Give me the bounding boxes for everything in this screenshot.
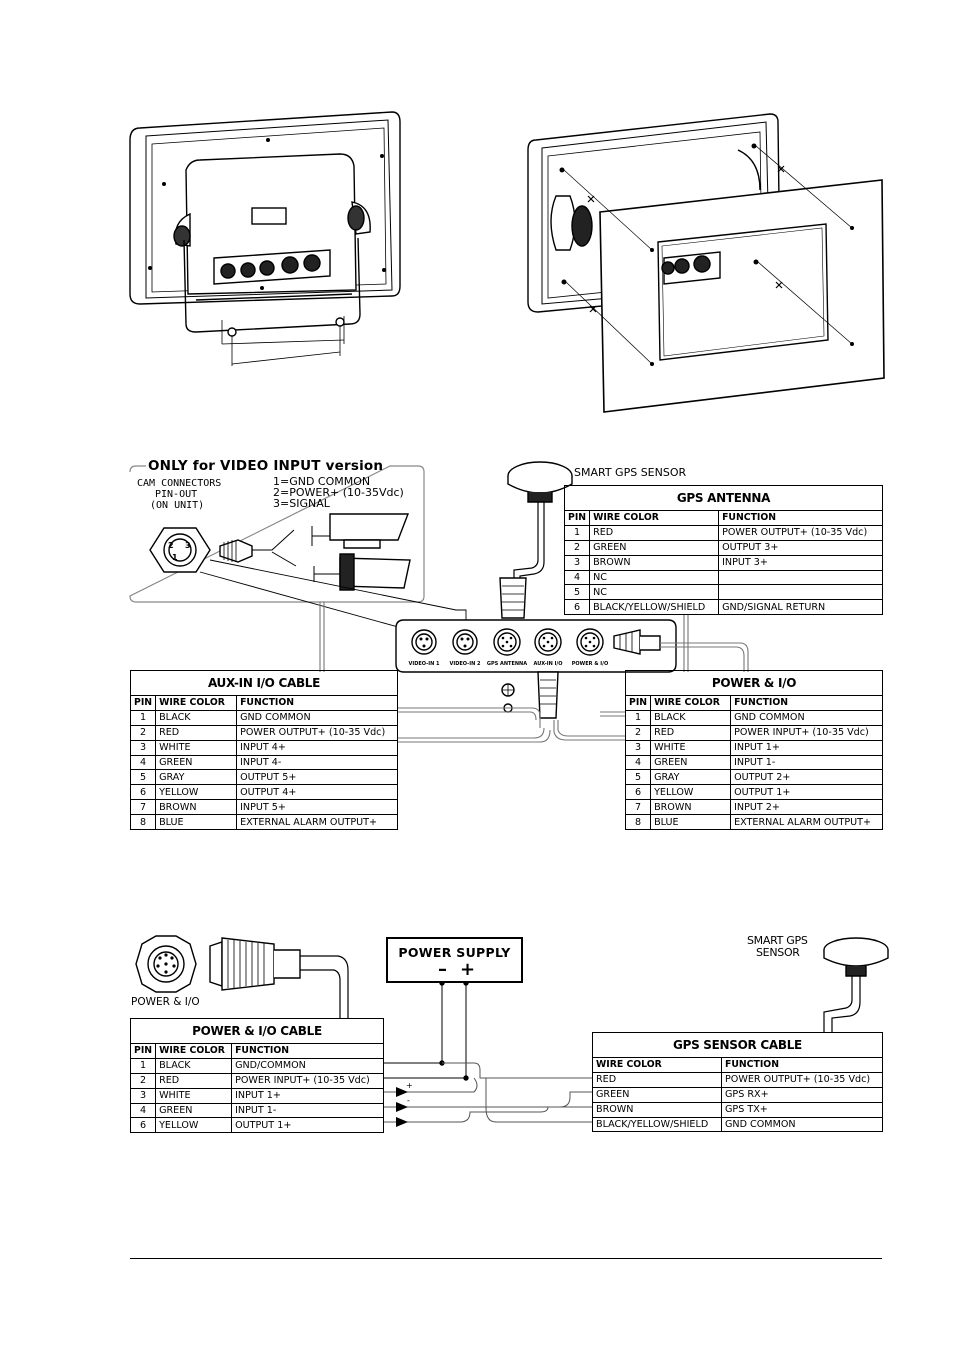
col-function: FUNCTION [718,510,883,526]
power-supply-minus: – [438,959,447,980]
connector-label-video-in-2: VIDEO-IN 2 [449,661,481,667]
connector-label-video-in-1: VIDEO-IN 1 [408,661,440,667]
video-box-title: ONLY for VIDEO INPUT version [148,458,384,474]
cam-pin-digit-2: 2 [168,541,174,550]
video-input-box [129,465,425,603]
smart-gps-sensor-label: SMART GPS SENSOR [574,466,687,479]
aux-in-title: AUX-IN I/O CABLE [130,670,398,695]
arrow-plus-sign: + [406,1081,413,1090]
power-supply-plus: + [460,959,476,980]
pin-desc-1: 1=GND COMMON [273,475,371,488]
cam-connector-illustration [149,513,470,635]
cam-label-line3: (ON UNIT) [150,500,205,511]
footer-rule [130,1258,882,1259]
cam-pin-digit-3: 3 [185,541,191,550]
power-io-connector-bottom [135,935,349,1018]
col-pin: PIN [563,510,591,526]
power-io-cable-title: POWER & I/O CABLE [130,1018,384,1043]
pin-desc-3: 3=SIGNAL [273,497,330,510]
display-rear-bracket-illustration [129,111,401,366]
pin-desc-2: 2=POWER+ (10-35Vdc) [273,486,404,499]
cam-pin-digit-1: 1 [172,553,178,562]
power-supply-title: POWER SUPPLY [398,945,511,960]
flush-mount-frame-illustration [527,113,885,413]
connector-label-gps-antenna: GPS ANTENNA [486,661,528,667]
smart-gps-sensor-bottom [823,937,889,1032]
power-supply-box: POWER SUPPLY – + [386,937,523,983]
power-io-title: POWER & I/O [625,670,883,695]
smart-gps-sensor-middle [499,461,573,619]
bottom-gps-label-line2: SENSOR [756,946,800,959]
gps-antenna-title: GPS ANTENNA [564,485,883,510]
bottom-gps-label-line1: SMART GPS [747,934,808,947]
connector-label-aux-in: AUX-IN I/O [533,661,563,667]
unit-connector-strip [395,619,677,719]
connector-label-power-io: POWER & I/O [571,661,609,667]
col-wire-color: WIRE COLOR [589,510,720,526]
cam-label-line1: CAM CONNECTORS [137,478,222,489]
arrow-minus-sign: - [407,1096,410,1105]
cam-label-line2: PIN-OUT [155,489,198,500]
bottom-connector-label: POWER & I/O [131,996,200,1008]
gps-sensor-cable-title: GPS SENSOR CABLE [592,1032,883,1057]
